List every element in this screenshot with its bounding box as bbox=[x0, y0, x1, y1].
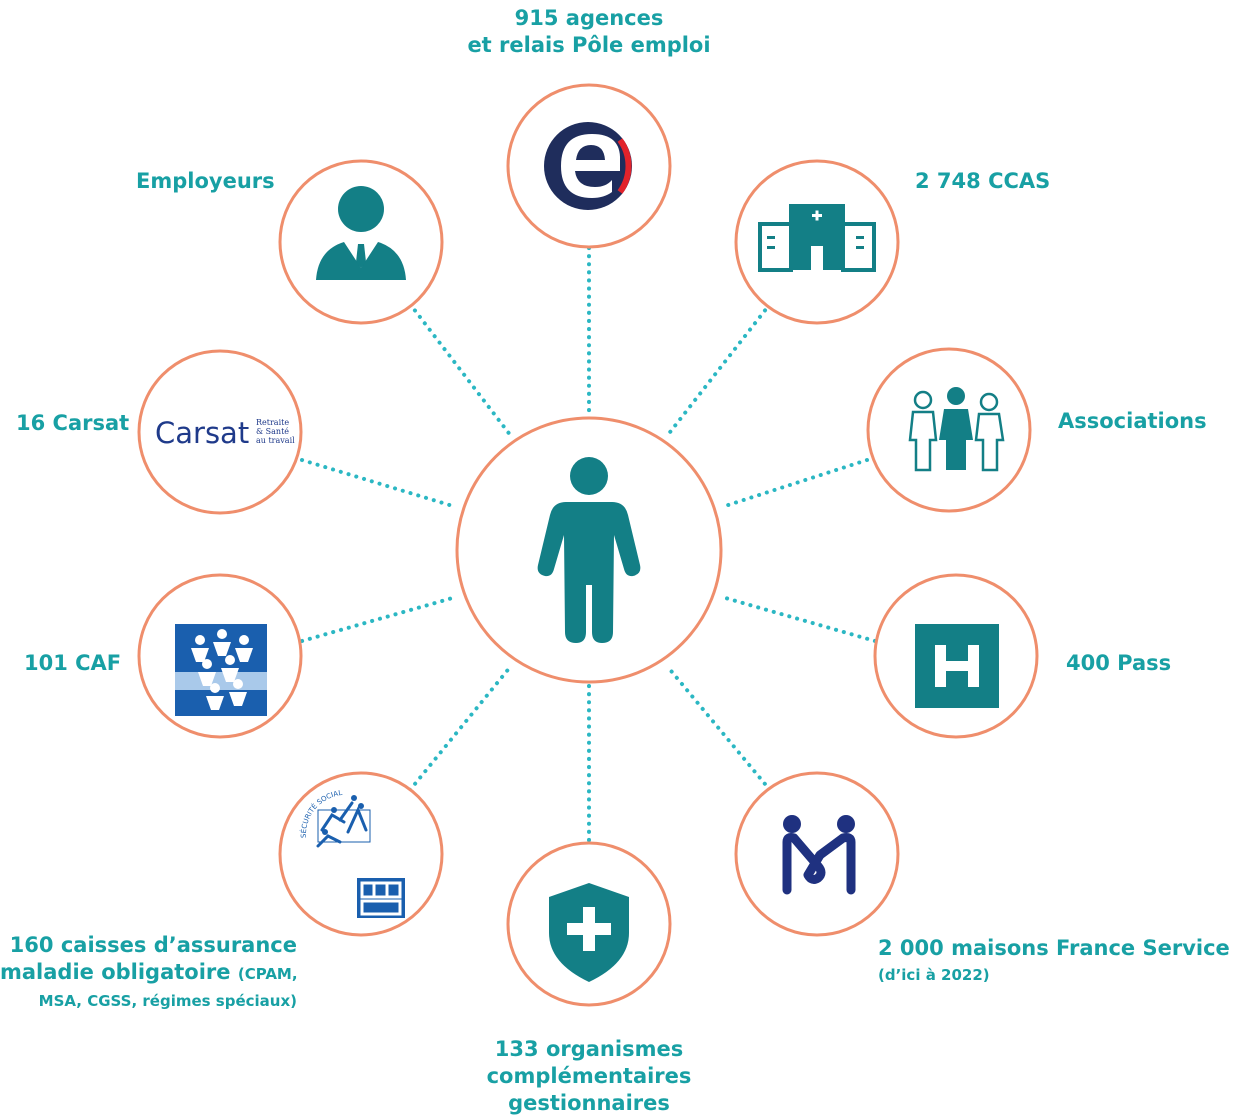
person-icon bbox=[537, 457, 641, 643]
complementaires-line1: 133 organismes bbox=[494, 1037, 684, 1061]
complementaires-line2: complémentaires bbox=[486, 1064, 692, 1088]
caf-logo bbox=[175, 624, 267, 716]
people-group-icon bbox=[908, 387, 1005, 472]
france-service-line2: (d’ici à 2022) bbox=[878, 966, 990, 984]
shield-plus-icon bbox=[549, 883, 629, 982]
msa-logo bbox=[357, 878, 405, 918]
carsat-circle bbox=[137, 349, 303, 515]
connector-ccas bbox=[665, 302, 772, 438]
connector-employeurs bbox=[408, 302, 513, 438]
pole-emploi-line2: et relais Pôle emploi bbox=[467, 33, 711, 57]
connector-associations bbox=[720, 458, 869, 509]
france-service-line1: 2 000 maisons France Service bbox=[878, 936, 1230, 960]
connector-france-service bbox=[665, 664, 772, 792]
carsat-logo-text: Carsat bbox=[155, 416, 249, 450]
assurance-maladie-line2b: (CPAM, bbox=[237, 965, 298, 983]
label-complementaires: 133 organismes complémentaires gestionna… bbox=[440, 1036, 738, 1117]
carsat-logo-line2: & Santé bbox=[256, 427, 289, 436]
assurance-maladie-line2a: maladie obligatoire bbox=[0, 960, 238, 984]
carsat-logo-line1: Retraite bbox=[256, 418, 289, 427]
carsat-logo-line3: au travail bbox=[256, 436, 295, 445]
label-assurance-maladie: 160 caisses d’assurance maladie obligato… bbox=[0, 932, 298, 1015]
label-caf: 101 CAF bbox=[24, 651, 122, 675]
label-pass: 400 Pass bbox=[1066, 651, 1172, 675]
label-carsat: 16 Carsat bbox=[16, 411, 130, 435]
h-sign-icon bbox=[915, 624, 999, 708]
connector-carsat bbox=[300, 458, 458, 509]
label-employeurs: Employeurs bbox=[136, 169, 275, 193]
pole-emploi-line1: 915 agences bbox=[514, 6, 664, 30]
label-ccas: 2 748 CCAS bbox=[915, 169, 1051, 193]
connectors bbox=[300, 246, 877, 845]
france-service-logo bbox=[782, 815, 856, 895]
connector-assurance-maladie bbox=[408, 664, 513, 792]
businessman-icon bbox=[316, 186, 406, 280]
label-associations: Associations bbox=[1058, 409, 1207, 433]
assurance-maladie-line1: 160 caisses d’assurance bbox=[9, 933, 297, 957]
pole-emploi-logo bbox=[544, 122, 632, 210]
connector-pass bbox=[720, 595, 877, 643]
label-pole-emploi: 915 agences et relais Pôle emploi bbox=[430, 5, 748, 59]
hospital-building-icon bbox=[758, 204, 876, 272]
connector-caf bbox=[300, 595, 458, 643]
assurance-maladie-line3: MSA, CGSS, régimes spéciaux) bbox=[38, 992, 297, 1010]
complementaires-line3: gestionnaires bbox=[508, 1091, 670, 1115]
carsat-logo: Carsat Retraite & Santé au travail bbox=[155, 416, 295, 450]
label-france-service: 2 000 maisons France Service (d’ici à 20… bbox=[878, 935, 1230, 989]
